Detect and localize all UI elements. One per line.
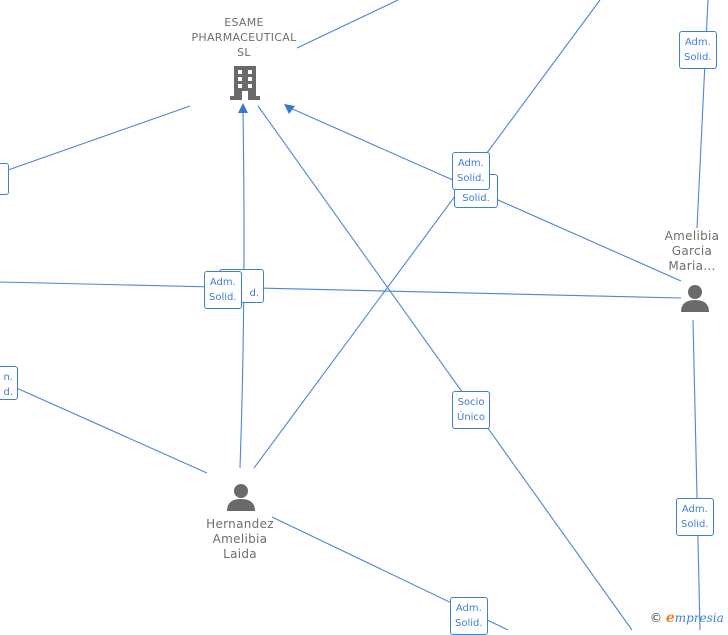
company-name[interactable]: ESAME PHARMACEUTICAL SL	[191, 16, 297, 59]
brand-logo-text: mpresia	[674, 611, 724, 625]
partial-label-text-2: d.	[3, 387, 13, 398]
brand-logo: empresia	[665, 610, 724, 626]
person-name-amelibia[interactable]: Amelibia Garcia Maria...	[664, 229, 720, 273]
person-icon[interactable]	[681, 284, 709, 312]
edge-company-to-socio-unico	[257, 105, 633, 630]
edge-hernandez-diagonal	[253, 0, 601, 469]
person-icon[interactable]	[227, 483, 255, 511]
copyright-symbol: ©	[650, 611, 662, 625]
relation-label-partial-left-2[interactable]: n. d.	[0, 366, 18, 400]
relation-label-socio-unico[interactable]: Socio Único	[452, 391, 491, 429]
relation-label-adm-solid-top-right[interactable]: Adm. Solid.	[679, 31, 717, 69]
relation-label-adm-solid-center[interactable]: Adm. Solid.	[452, 152, 490, 190]
edge-company-top-right	[296, 0, 399, 49]
partial-label-text: n.	[3, 372, 13, 383]
relation-label-adm-solid-bottom[interactable]: Adm. Solid.	[450, 597, 488, 635]
arrowhead-left	[284, 104, 295, 114]
edge-hernandez-left	[11, 385, 208, 474]
edge-amelibia-bottom	[692, 319, 701, 630]
edge-company-left	[7, 105, 191, 171]
building-icon[interactable]	[230, 66, 260, 100]
arrowhead-up	[238, 103, 248, 113]
edge-amelibia-left	[0, 281, 682, 299]
copyright-footer: © empresia	[650, 610, 724, 626]
relation-label-adm-solid-left[interactable]: Adm. Solid.	[204, 271, 242, 309]
brand-logo-e: e	[665, 610, 675, 626]
person-name-hernandez[interactable]: Hernandez Amelibia Laida	[206, 517, 274, 561]
relation-label-partial-left[interactable]	[0, 163, 9, 195]
relation-label-adm-solid-right[interactable]: Adm. Solid.	[676, 498, 714, 536]
